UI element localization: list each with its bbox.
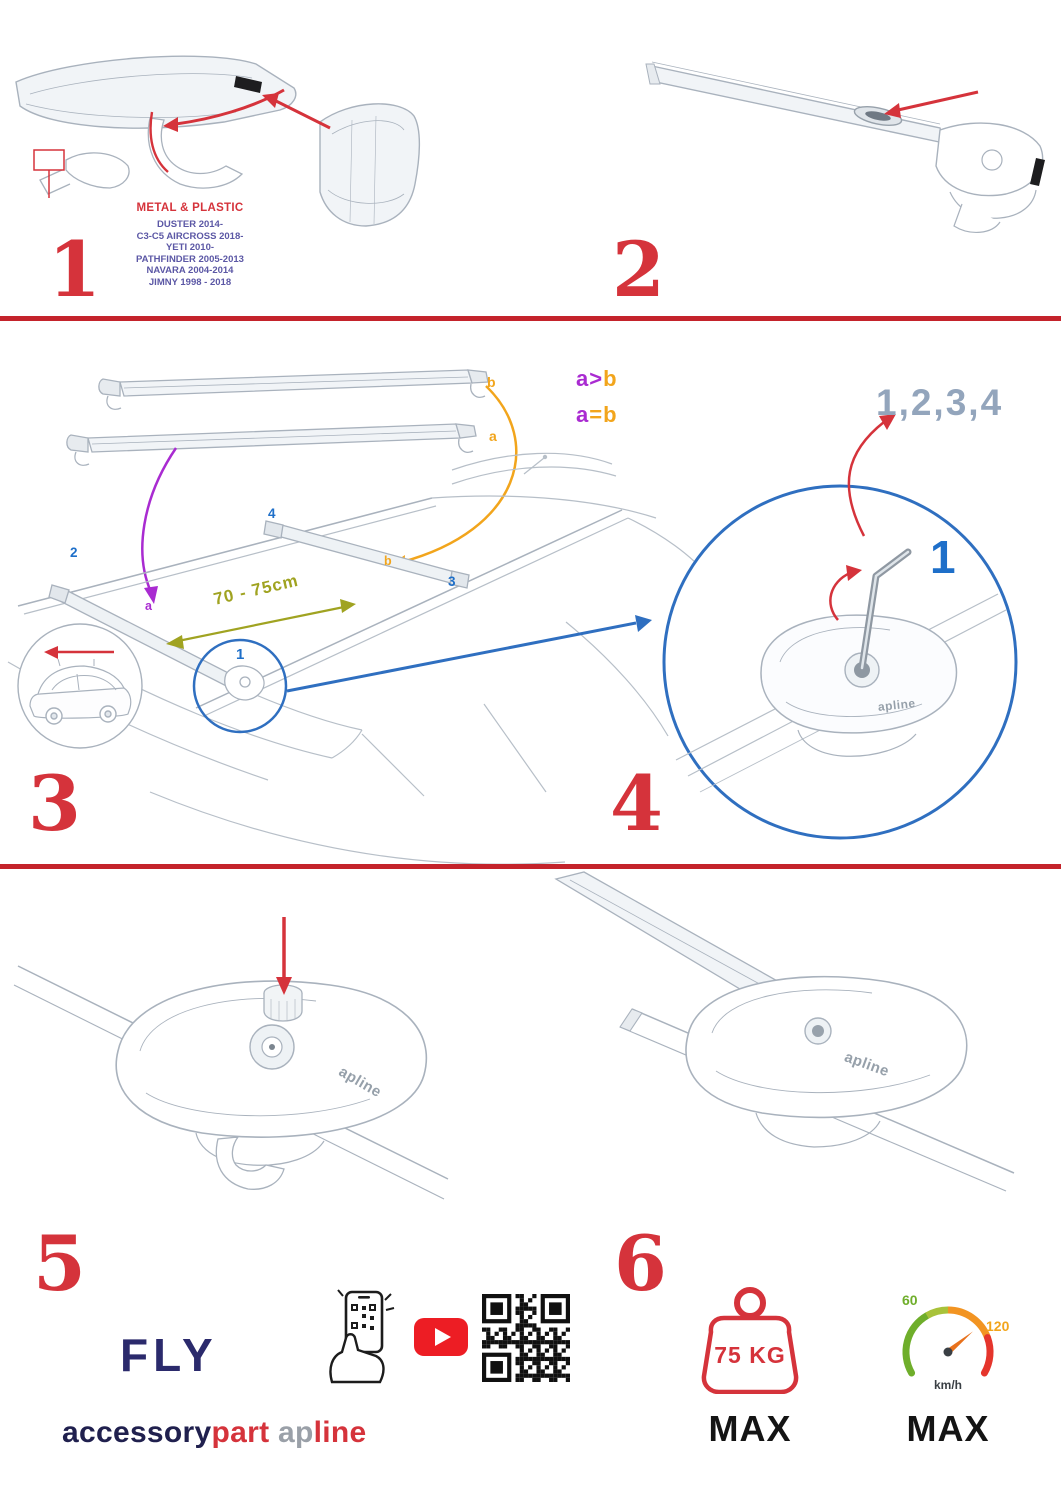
bar-a-label: a	[489, 428, 497, 444]
bar-end-drawing	[645, 61, 1044, 233]
roof-position-3-label: 3	[448, 574, 456, 589]
roof-position-4-label: 4	[268, 506, 276, 521]
apline-badge	[234, 76, 262, 93]
model-item: JIMNY 1998 - 2018	[148, 276, 232, 288]
material-label: METAL & PLASTIC	[136, 202, 244, 214]
car-inset-drawing	[17, 623, 143, 749]
length-a-curve	[141, 447, 178, 604]
step1-red-arrows	[33, 88, 331, 198]
allen-key-drawing	[858, 548, 912, 672]
top-band-drawings	[15, 55, 1045, 233]
brand-wordmark: accessorypart apline	[62, 1416, 367, 1450]
sequence-first-label: 1	[930, 531, 956, 583]
foot-knob-drawing	[13, 965, 449, 1200]
fly-logo: FLY	[120, 1329, 218, 1381]
brand-line: line	[313, 1416, 367, 1449]
youtube-icon	[414, 1318, 468, 1356]
rotate-arrow	[829, 565, 862, 621]
sequence-callout-arrow	[847, 414, 896, 537]
crossbar-a-drawing	[66, 423, 477, 466]
rule-op: >	[589, 366, 604, 391]
roof-a-label: a	[145, 599, 152, 613]
step2-red-arrow	[884, 90, 979, 118]
rule-op: =	[589, 402, 604, 427]
bar-on-rail-drawing	[554, 871, 1015, 1192]
speedometer-icon	[902, 1306, 994, 1377]
roof-b-label: b	[384, 554, 392, 568]
weight-icon	[701, 1287, 799, 1394]
rule-a-equals-b: a=b	[576, 402, 618, 428]
length-b-curve	[390, 385, 518, 570]
brand-accessory: accessory	[62, 1416, 212, 1449]
rule-left: a	[576, 366, 590, 391]
tighten-sequence-label: 1,2,3,4	[876, 382, 1004, 423]
step-4-number: 4	[610, 759, 663, 848]
foot-1-label: 1	[236, 646, 245, 663]
qr-code	[482, 1294, 570, 1382]
brand-ap: ap	[278, 1416, 314, 1449]
speedometer-needle	[946, 1331, 973, 1355]
tighten-knob-arrow	[276, 917, 292, 995]
phone-scan-icon	[329, 1289, 395, 1384]
model-item: PATHFINDER 2005-2013	[136, 253, 244, 265]
rule-right: b	[603, 402, 618, 427]
magnifier-detail-drawing	[662, 484, 1018, 840]
brand-part: part	[211, 1416, 270, 1449]
step-6-number: 6	[614, 1219, 667, 1308]
clamp-exploded-drawing	[15, 55, 421, 227]
step-5-number: 5	[33, 1219, 86, 1308]
vehicle-model-list: DUSTER 2014- C3-C5 AIRCROSS 2018- YETI 2…	[80, 219, 300, 288]
speed-max-label: MAX	[906, 1408, 990, 1449]
roof-position-2-label: 2	[70, 545, 78, 560]
rule-a-greater-b: a>b	[576, 366, 618, 392]
section-divider-1	[0, 316, 1061, 321]
weight-max-label: MAX	[708, 1408, 792, 1449]
weight-limit-value: 75 KG	[714, 1342, 786, 1368]
model-item: YETI 2010-	[165, 242, 215, 253]
middle-band-drawings	[7, 369, 1018, 865]
step-1-number: 1	[48, 225, 101, 314]
phone-qr-dots	[351, 1304, 376, 1330]
speed-unit-label: km/h	[933, 1378, 962, 1392]
section-divider-2	[0, 864, 1061, 869]
rule-right: b	[603, 366, 618, 391]
model-item: C3-C5 AIRCROSS 2018-	[136, 230, 244, 242]
step-2-number: 2	[612, 225, 665, 314]
step-3-number: 3	[28, 759, 81, 848]
speed-low-label: 60	[902, 1292, 918, 1308]
foot-highlight-circle	[192, 615, 652, 734]
distance-arrow	[166, 599, 356, 649]
speed-high-label: 120	[986, 1318, 1010, 1334]
lower-band-drawings	[13, 871, 1015, 1200]
apline-badge-side	[1030, 158, 1045, 186]
model-item: DUSTER 2014-	[157, 219, 223, 230]
model-item: NAVARA 2004-2014	[146, 265, 234, 276]
rule-left: a	[576, 402, 590, 427]
crossbar-b-drawing	[98, 369, 489, 410]
bar-b-label: b	[487, 374, 496, 390]
